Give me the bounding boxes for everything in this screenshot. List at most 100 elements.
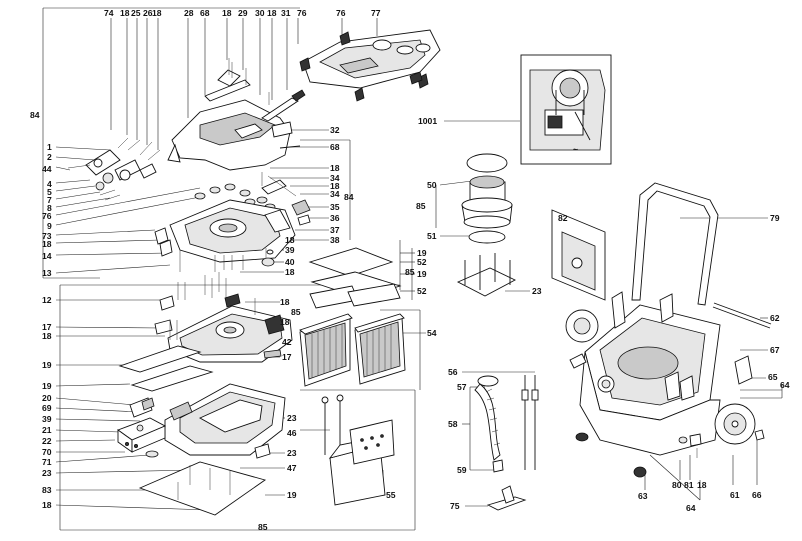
label-9: 9 [47, 221, 52, 231]
accessory-tray [299, 29, 441, 102]
label-1: 1 [47, 142, 52, 152]
label-2: 2 [47, 152, 52, 162]
label-55: 55 [386, 490, 396, 500]
label-64: 64 [780, 380, 790, 390]
label-58: 58 [448, 419, 458, 429]
label-47: 47 [287, 463, 297, 473]
label-42: 42 [282, 337, 292, 347]
leader-lines [42, 7, 783, 531]
label-76: 76 [297, 8, 307, 18]
label-29: 29 [238, 8, 248, 18]
label-18: 18 [42, 331, 52, 341]
label-76: 76 [42, 211, 52, 221]
label-19: 19 [417, 248, 427, 258]
label-80: 80 [672, 480, 682, 490]
label-31: 31 [281, 8, 291, 18]
label-17: 17 [282, 352, 292, 362]
label-18: 18 [330, 163, 340, 173]
label-46: 46 [287, 428, 297, 438]
label-23: 23 [287, 413, 297, 423]
label-1001: 1001 [418, 116, 437, 126]
label-76: 76 [336, 8, 346, 18]
label-19: 19 [42, 360, 52, 370]
callout-labels: 74 18 25 26 18 28 68 18 29 30 18 31 76 7… [30, 8, 790, 532]
label-85: 85 [416, 201, 426, 211]
label-62: 62 [770, 313, 780, 323]
label-79: 79 [770, 213, 780, 223]
label-18: 18 [280, 297, 290, 307]
label-18: 18 [280, 317, 290, 327]
label-18: 18 [285, 267, 295, 277]
label-21: 21 [42, 425, 52, 435]
label-39: 39 [42, 414, 52, 424]
label-18: 18 [285, 235, 295, 245]
label-84: 84 [30, 110, 40, 120]
label-52: 52 [417, 286, 427, 296]
label-82: 82 [558, 213, 568, 223]
label-67: 67 [770, 345, 780, 355]
label-70: 70 [42, 447, 52, 457]
label-44: 44 [42, 164, 52, 174]
label-71: 71 [42, 457, 52, 467]
label-75: 75 [450, 501, 460, 511]
label-19: 19 [417, 269, 427, 279]
label-39: 39 [285, 245, 295, 255]
label-37: 37 [330, 225, 340, 235]
label-81: 81 [684, 480, 694, 490]
label-18: 18 [267, 8, 277, 18]
label-69: 69 [42, 403, 52, 413]
label-50: 50 [427, 180, 437, 190]
motor-cover-assembly [67, 58, 306, 201]
label-83: 83 [42, 485, 52, 495]
label-57: 57 [457, 382, 467, 392]
label-18: 18 [222, 8, 232, 18]
label-85: 85 [405, 267, 415, 277]
label-34: 34 [330, 173, 340, 183]
label-56: 56 [448, 367, 458, 377]
filter-pleats [311, 324, 392, 378]
label-17: 17 [42, 322, 52, 332]
label-14: 14 [42, 251, 52, 261]
label-35: 35 [330, 202, 340, 212]
label-12: 12 [42, 295, 52, 305]
label-8: 8 [47, 203, 52, 213]
label-18: 18 [42, 500, 52, 510]
label-32: 32 [330, 125, 340, 135]
label-36: 36 [330, 213, 340, 223]
label-40: 40 [285, 257, 295, 267]
label-68: 68 [200, 8, 210, 18]
label-18: 18 [697, 480, 707, 490]
label-4: 4 [47, 179, 52, 189]
inset-tilde: ~ [573, 144, 578, 154]
label-23: 23 [42, 468, 52, 478]
label-38: 38 [330, 235, 340, 245]
label-34: 34 [330, 189, 340, 199]
label-25: 25 [131, 8, 141, 18]
label-23: 23 [532, 286, 542, 296]
label-7: 7 [47, 195, 52, 205]
label-59: 59 [457, 465, 467, 475]
label-18: 18 [42, 239, 52, 249]
label-13: 13 [42, 268, 52, 278]
motor-base-assembly [154, 272, 293, 363]
label-26: 26 [143, 8, 153, 18]
filter-cartridges [299, 313, 406, 387]
label-77: 77 [371, 8, 381, 18]
label-73: 73 [42, 231, 52, 241]
label-28: 28 [184, 8, 194, 18]
label-85: 85 [258, 522, 268, 532]
label-61: 61 [730, 490, 740, 500]
label-19: 19 [42, 381, 52, 391]
label-20: 20 [42, 393, 52, 403]
label-30: 30 [255, 8, 265, 18]
wiring-inset: ~ [520, 54, 612, 165]
label-68: 68 [330, 142, 340, 152]
label-51: 51 [427, 231, 437, 241]
tubes-box-bag [321, 394, 395, 506]
label-18: 18 [120, 8, 130, 18]
label-19: 19 [287, 490, 297, 500]
vacuum-body [551, 182, 772, 478]
label-65: 65 [768, 372, 778, 382]
label-52: 52 [417, 257, 427, 267]
label-5: 5 [47, 187, 52, 197]
